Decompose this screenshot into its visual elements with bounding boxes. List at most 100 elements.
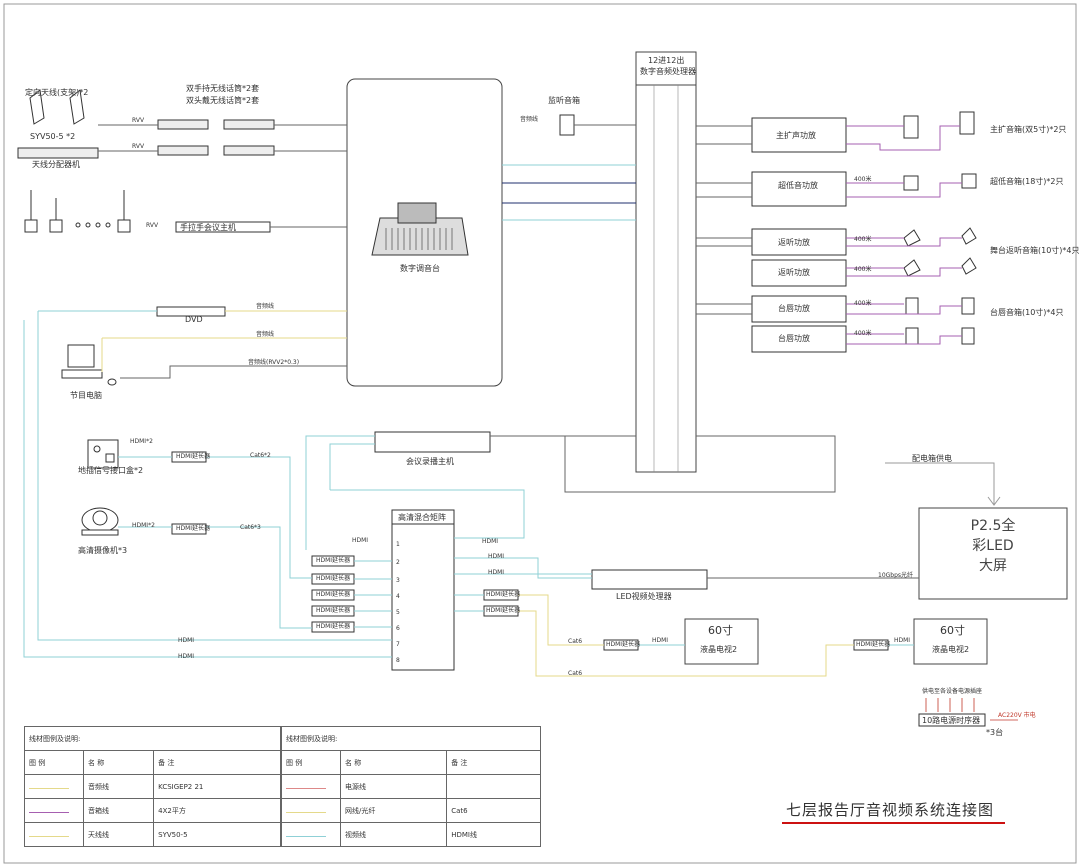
computer-icon xyxy=(61,344,117,386)
matrix-port: 7 xyxy=(396,641,400,648)
wire xyxy=(846,335,962,345)
tv2-size: 60寸 xyxy=(940,624,965,637)
legend-header: 备 注 xyxy=(153,750,281,775)
signal-label: HDMI延长器 xyxy=(486,607,521,614)
ac-label: AC220V 市电 xyxy=(998,712,1036,719)
dvd-label: DVD xyxy=(185,315,203,324)
computer-label: 节目电脑 xyxy=(70,391,102,400)
tv-icon xyxy=(913,618,988,665)
processor-label: 数字音频处理器 xyxy=(640,67,696,76)
speaker-label: 主扩音箱(双5寸)*2只 xyxy=(990,125,1067,134)
wire xyxy=(330,489,525,539)
legend-name: 天线线 xyxy=(82,822,155,847)
amp-out-label: 400米 xyxy=(854,300,872,307)
antenna-distributor-icon xyxy=(17,147,99,159)
floor-box-label: 地插信号接口盒*2 xyxy=(78,466,144,475)
amp-out-label: 400米 xyxy=(854,176,872,183)
recorder-label: 会议录播主机 xyxy=(406,457,454,466)
legend-note: Cat6 xyxy=(446,798,541,823)
signal-label: HDMI延长器 xyxy=(316,607,351,614)
power-sequencer-icon xyxy=(918,713,986,727)
signal-label: HDMI xyxy=(488,553,505,560)
camera-icon xyxy=(81,507,119,536)
led-screen-icon xyxy=(918,507,1068,600)
legend-note: 4X2平方 xyxy=(153,798,281,823)
amp-out-label: 400米 xyxy=(854,330,872,337)
wire xyxy=(305,435,375,550)
amplifier-icon xyxy=(751,117,847,353)
processor-io-label: 12进12出 xyxy=(648,56,685,65)
power-sequencer-note: 供电至各设备电源插座 xyxy=(922,688,983,695)
mixer-label: 数字调音台 xyxy=(400,264,440,273)
signal-label: Cat6*2 xyxy=(250,452,271,459)
wire xyxy=(846,305,962,315)
legend-note xyxy=(446,774,541,799)
power-sequencer-label: 10路电源时序器 xyxy=(922,716,981,725)
signal-label: HDMI延长器 xyxy=(486,591,521,598)
processor-block xyxy=(635,51,697,473)
wire xyxy=(846,237,962,247)
legend-note: KCSIGEP2 21 xyxy=(153,774,281,799)
signal-label: RVV xyxy=(132,117,145,124)
signal-label: HDMI xyxy=(894,637,911,644)
monitor-speaker-label: 监听音箱 xyxy=(548,96,580,105)
power-sequencer-count: *3台 xyxy=(986,728,1004,737)
matrix-port: 3 xyxy=(396,577,400,584)
floor-box-icon xyxy=(87,439,119,469)
signal-label: 音频线(RVV2*0.3) xyxy=(248,359,300,366)
wireless-mics-label: 双手持无线话筒*2套 xyxy=(186,84,260,93)
legend-name: 音箱线 xyxy=(82,798,155,823)
legend-header: 备 注 xyxy=(446,750,541,775)
legend-header: 图 例 xyxy=(24,750,84,775)
led-processor-label: LED视频处理器 xyxy=(616,592,672,601)
speaker-label: 超低音箱(18寸)*2只 xyxy=(990,177,1064,186)
legend-header: 名 称 xyxy=(339,750,448,775)
antenna-label: 定向天线(支架)*2 xyxy=(25,88,89,97)
legend-header: 图 例 xyxy=(281,750,341,775)
signal-label: Cat6 xyxy=(568,638,583,645)
signal-label: HDMI延长器 xyxy=(856,641,891,648)
legend-name: 音频线 xyxy=(82,774,155,799)
power-line xyxy=(885,462,1001,506)
antenna-distributor-label: 天线分配器机 xyxy=(32,160,80,169)
matrix-port: 1 xyxy=(396,541,400,548)
signal-label: HDMI*2 xyxy=(132,522,155,529)
matrix-port: 5 xyxy=(396,609,400,616)
wire xyxy=(564,435,836,493)
signal-label: HDMI延长器 xyxy=(176,525,211,532)
amp-label: 主扩声功放 xyxy=(776,131,816,140)
wire xyxy=(846,182,962,198)
power-label: 配电箱供电 xyxy=(912,454,952,463)
signal-label: HDMI延长器 xyxy=(316,591,351,598)
amp-label: 返听功放 xyxy=(778,268,810,277)
legend-title: 线材图例及说明: xyxy=(281,726,541,751)
signal-label: HDMI延长器 xyxy=(606,641,641,648)
signal-label: 音频线 xyxy=(520,116,539,123)
speaker-label: 台唇音箱(10寸)*4只 xyxy=(990,308,1064,317)
signal-label: HDMI xyxy=(178,637,195,644)
speaker-label: 舞台返听音箱(10寸)*4只 xyxy=(990,246,1080,255)
signal-label: HDMI xyxy=(178,653,195,660)
signal-label: Cat6*3 xyxy=(240,524,261,531)
matrix-label: 高清混合矩阵 xyxy=(398,513,446,522)
signal-label: 音频线 xyxy=(256,331,275,338)
led-processor-icon xyxy=(591,569,708,590)
signal-label: HDMI延长器 xyxy=(316,623,351,630)
amp-out-label: 400米 xyxy=(854,266,872,273)
matrix-icon xyxy=(391,509,455,671)
led-screen-label: P2.5全 彩LED 大屏 xyxy=(919,516,1067,576)
led-line-1: P2.5全 xyxy=(970,518,1016,534)
tv1-label: 液晶电视2 xyxy=(700,645,738,654)
signal-label: HDMI延长器 xyxy=(316,575,351,582)
wire xyxy=(846,125,960,151)
wires xyxy=(23,124,962,677)
signal-label: HDMI xyxy=(488,569,505,576)
signal-label: HDMI*2 xyxy=(130,438,153,445)
signal-label: HDMI延长器 xyxy=(176,453,211,460)
camera-label: 高清摄像机*3 xyxy=(78,546,128,555)
diagram-title: 七层报告厅音视频系统连接图 xyxy=(786,801,995,819)
recorder-icon xyxy=(374,431,491,453)
speaker-cabinet-icon xyxy=(903,111,977,345)
legend-name: 网线/光纤 xyxy=(339,798,448,823)
